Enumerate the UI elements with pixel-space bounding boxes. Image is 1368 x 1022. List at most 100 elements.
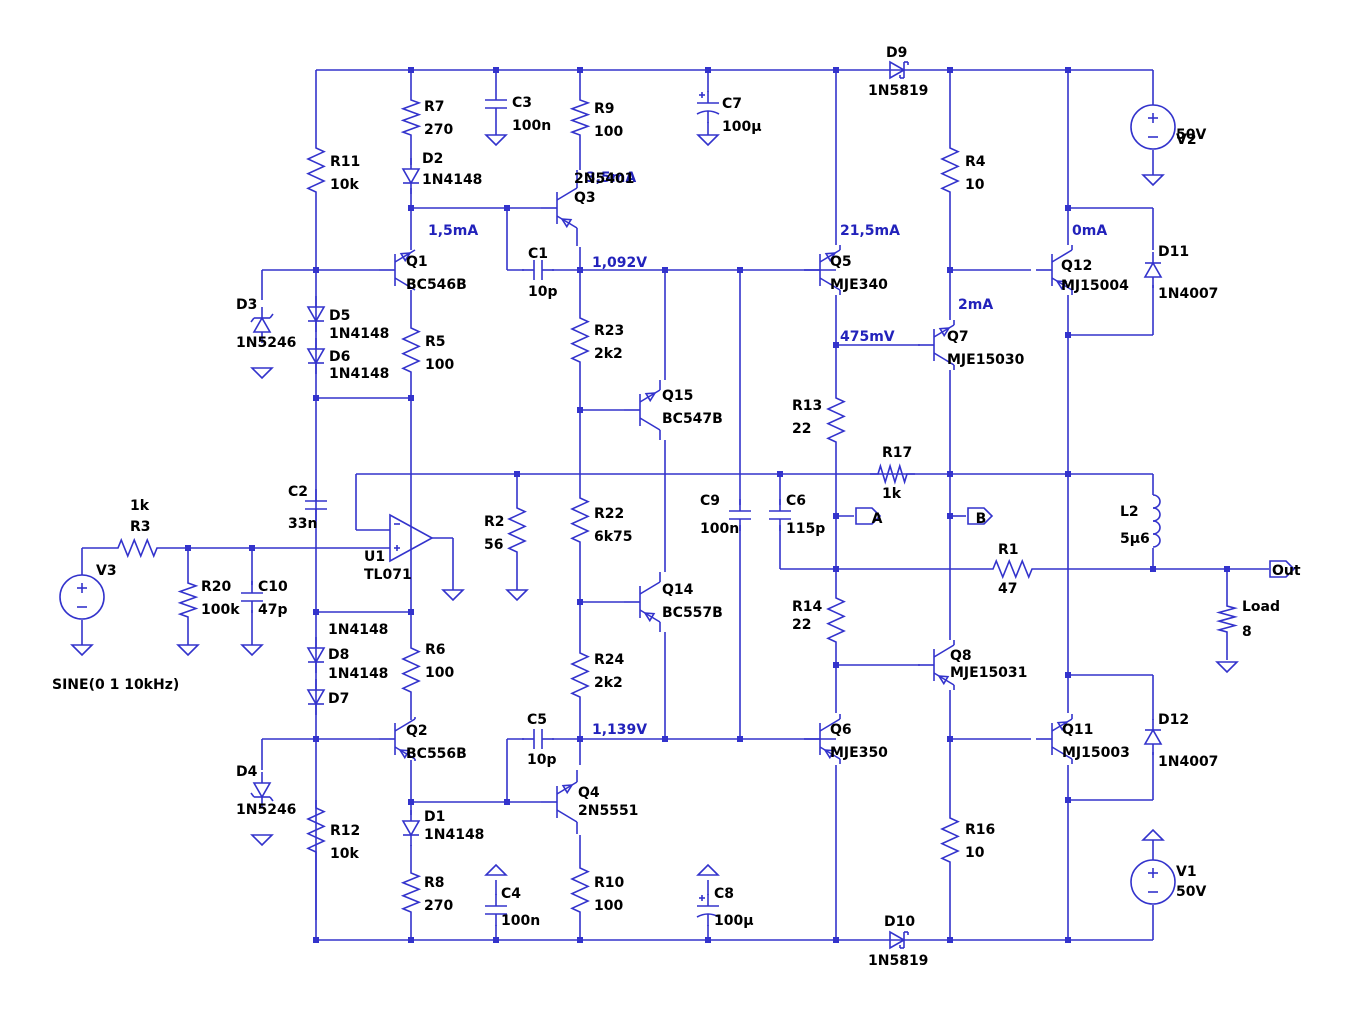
capacitor-c4 (485, 894, 507, 926)
resistor-r2 (507, 500, 527, 560)
q3-value-label: 2N5401 (574, 171, 634, 187)
transistor-q4 (541, 770, 578, 834)
supply-c8 (696, 863, 720, 876)
annotation-q1-current: 1,5mA (428, 223, 478, 239)
junction-dot (493, 937, 499, 943)
junction-dot (313, 937, 319, 943)
diode-d2 (401, 158, 421, 194)
diode-d1 (401, 810, 421, 846)
d5-value-label: 1N4148 (329, 326, 389, 342)
v2-value-label: 50V (1176, 127, 1206, 143)
junction-dot (408, 799, 414, 805)
annotation-q12-current: 0mA (1072, 223, 1107, 239)
resistor-r17 (870, 463, 915, 485)
junction-dot (705, 937, 711, 943)
diode-d5 (306, 296, 326, 332)
capacitor-c7 (696, 91, 720, 123)
r16-value-label: 10 (965, 845, 985, 861)
v1-name-label: V1 (1176, 864, 1197, 880)
r22-value-label: 6k75 (594, 529, 633, 545)
junction-dot (1150, 566, 1156, 572)
ground-r20 (176, 644, 200, 657)
r10-value-label: 100 (594, 898, 623, 914)
annotation-q3-current: 3,5mA (586, 170, 636, 186)
c9-value-label: 100n (700, 521, 739, 537)
r17-name-label: R17 (882, 445, 912, 461)
r8-value-label: 270 (424, 898, 453, 914)
diode-d9 (889, 60, 909, 80)
junction-dot (833, 937, 839, 943)
d7-name-label: D7 (328, 691, 349, 707)
r16-name-label: R16 (965, 822, 995, 838)
r12-value-label: 10k (330, 846, 359, 862)
capacitor-c10 (241, 581, 263, 613)
q7-name-label: Q7 (947, 329, 969, 345)
junction-dot (833, 513, 839, 519)
c2-name-label: C2 (288, 484, 308, 500)
resistor-r22 (570, 490, 590, 550)
resistor-r7 (400, 92, 422, 143)
q3-name-label: Q3 (574, 190, 596, 206)
c3-value-label: 100n (512, 118, 551, 134)
junction-dot (408, 205, 414, 211)
d2-name-label: D2 (422, 151, 443, 167)
junction-dot (1065, 672, 1071, 678)
capacitor-c5 (522, 729, 554, 749)
d6-name-label: D6 (329, 349, 350, 365)
capacitor-c8 (696, 894, 720, 926)
c8-value-label: 100µ (714, 913, 754, 929)
capacitor-c3 (485, 88, 507, 120)
load-name-label: Load (1242, 599, 1280, 615)
inductor-l2 (1152, 494, 1161, 548)
junction-dot (577, 267, 583, 273)
junction-dot (737, 736, 743, 742)
diode-d8 (306, 637, 326, 673)
q4-value-label: 2N5551 (578, 803, 638, 819)
q7-value-label: MJE15030 (947, 352, 1025, 368)
c1-name-label: C1 (528, 246, 548, 262)
junction-dot (1065, 67, 1071, 73)
r13-name-label: R13 (792, 398, 822, 414)
d1-value-label: 1N4148 (424, 827, 484, 843)
r1-value-label: 47 (998, 581, 1017, 597)
c5-value-label: 10p (527, 752, 557, 768)
resistor-r14 (826, 590, 846, 650)
r2-value-label: 56 (484, 537, 503, 553)
junction-dot (313, 609, 319, 615)
c6-name-label: C6 (786, 493, 806, 509)
d5-name-label: D5 (329, 308, 350, 324)
junction-dot (504, 799, 510, 805)
v2-name-label: V2 (1176, 132, 1197, 148)
resistor-r13 (826, 390, 846, 450)
r12-name-label: R12 (330, 823, 360, 839)
q15-name-label: Q15 (662, 388, 693, 404)
transistor-q12 (1036, 245, 1073, 295)
ground-c3 (484, 134, 508, 147)
diode-d3 (250, 307, 274, 343)
d3-value-label: 1N5246 (236, 335, 296, 351)
r13-value-label: 22 (792, 421, 811, 437)
transistor-q7 (918, 320, 955, 370)
r11-value-label: 10k (330, 177, 359, 193)
diode-d4 (250, 772, 274, 808)
l2-name-label: L2 (1120, 504, 1139, 520)
r14-value-label: 22 (792, 617, 811, 633)
transistor-q8 (918, 640, 955, 690)
resistor-r9 (569, 92, 591, 143)
q11-value-label: MJ15003 (1062, 745, 1130, 761)
junction-dot (408, 609, 414, 615)
supply-c4 (484, 863, 508, 876)
r5-name-label: R5 (425, 334, 446, 350)
junction-dot (1065, 205, 1071, 211)
q12-name-label: Q12 (1061, 258, 1092, 274)
supply-v1 (1141, 828, 1165, 841)
q6-value-label: MJE350 (830, 745, 888, 761)
port-a (855, 507, 882, 525)
junction-dot (947, 736, 953, 742)
r24-value-label: 2k2 (594, 675, 623, 691)
junction-dot (504, 205, 510, 211)
r6-name-label: R6 (425, 642, 446, 658)
resistor-r3 (110, 537, 165, 559)
d1-name-label: D1 (424, 809, 445, 825)
resistor-r16 (940, 810, 960, 870)
